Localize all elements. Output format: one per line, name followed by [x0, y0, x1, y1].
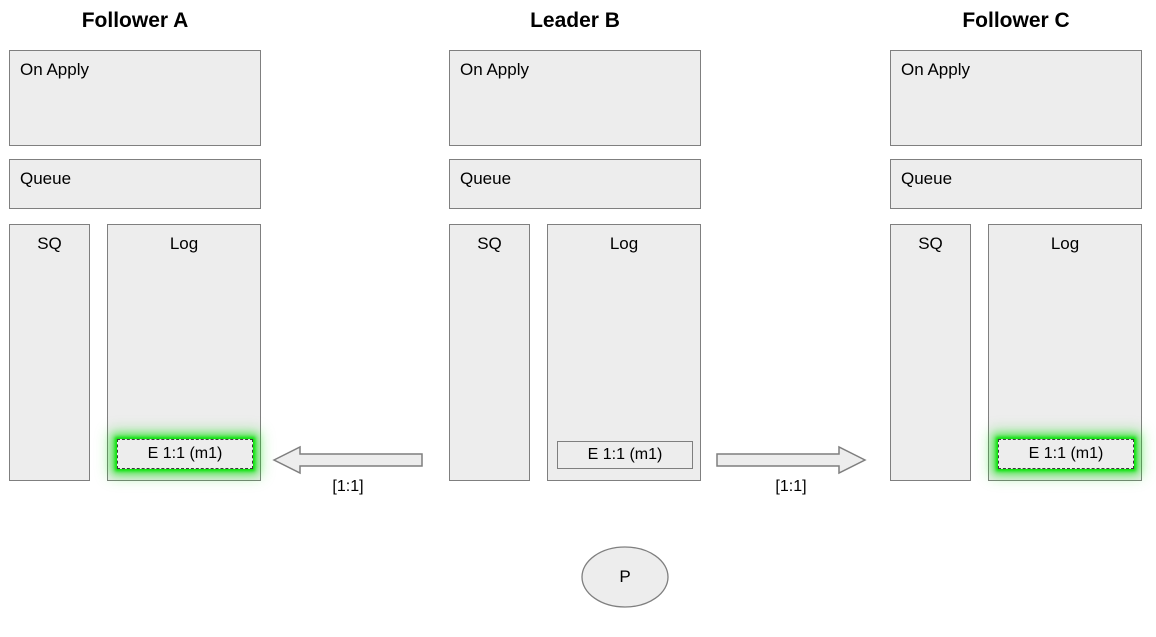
- sq-label-follower-c: SQ: [918, 234, 943, 253]
- sq-box-follower-c[interactable]: SQ: [890, 224, 971, 481]
- client-node-label: P: [619, 567, 631, 586]
- on-apply-box-leader-b[interactable]: On Apply: [449, 50, 701, 146]
- log-box-leader-b[interactable]: Log E 1:1 (m1): [547, 224, 701, 481]
- log-entry-leader-b[interactable]: E 1:1 (m1): [557, 441, 693, 469]
- replication-arrow-right[interactable]: [1:1]: [715, 442, 867, 495]
- replication-arrow-left-label: [1:1]: [332, 478, 364, 495]
- on-apply-label-follower-c: On Apply: [901, 60, 970, 79]
- queue-label-leader-b: Queue: [460, 169, 512, 188]
- on-apply-box-follower-c[interactable]: On Apply: [890, 50, 1142, 146]
- log-box-follower-c[interactable]: Log E 1:1 (m1): [988, 224, 1142, 481]
- queue-box-follower-a[interactable]: Queue: [9, 159, 261, 209]
- ellipse-icon: [581, 546, 669, 608]
- queue-label-follower-c: Queue: [901, 169, 953, 188]
- node-title-follower-a: Follower A: [81, 9, 189, 32]
- queue-label-follower-a: Queue: [20, 169, 72, 188]
- queue-box-leader-b[interactable]: Queue: [449, 159, 701, 209]
- sq-label-leader-b: SQ: [477, 234, 502, 253]
- client-node[interactable]: P: [581, 546, 669, 608]
- node-title-follower-c: Follower C: [962, 9, 1070, 32]
- on-apply-box-follower-a[interactable]: On Apply: [9, 50, 261, 146]
- sq-box-leader-b[interactable]: SQ: [449, 224, 530, 481]
- arrow-right-icon: [716, 445, 867, 475]
- sq-box-follower-a[interactable]: SQ: [9, 224, 90, 481]
- log-entry-follower-c[interactable]: E 1:1 (m1): [998, 439, 1134, 469]
- node-title-leader-b: Leader B: [530, 9, 620, 32]
- on-apply-label-follower-a: On Apply: [20, 60, 89, 79]
- replication-arrow-left[interactable]: [1:1]: [272, 442, 424, 495]
- queue-box-follower-c[interactable]: Queue: [890, 159, 1142, 209]
- log-label-leader-b: Log: [609, 234, 639, 253]
- arrow-left-icon: [272, 445, 423, 475]
- log-box-follower-a[interactable]: Log E 1:1 (m1): [107, 224, 261, 481]
- log-label-follower-a: Log: [169, 234, 199, 253]
- on-apply-label-leader-b: On Apply: [460, 60, 529, 79]
- log-entry-follower-a[interactable]: E 1:1 (m1): [117, 439, 253, 469]
- log-label-follower-c: Log: [1050, 234, 1080, 253]
- sq-label-follower-a: SQ: [37, 234, 62, 253]
- replication-arrow-right-label: [1:1]: [775, 478, 807, 495]
